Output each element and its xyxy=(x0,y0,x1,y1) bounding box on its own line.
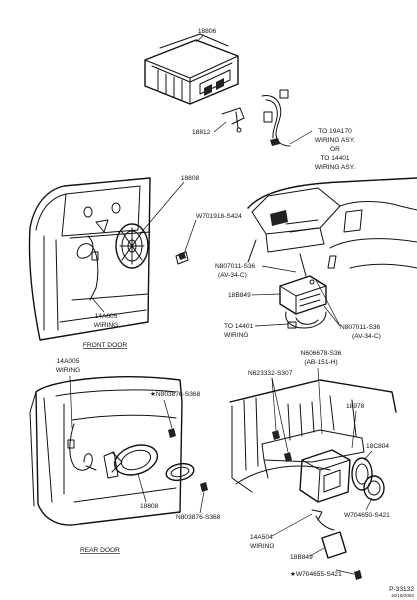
label-bracket-top: 18812 xyxy=(192,129,211,136)
label-module-rear: 18B849 xyxy=(290,554,313,561)
rear-door-drawing xyxy=(29,376,183,526)
callout-to-14401: TO 14401 WIRING xyxy=(224,323,254,339)
front-amplifier-18b849-drawing xyxy=(279,275,327,315)
caption-rear-door: REAR DOOR xyxy=(80,547,120,554)
front-speaker-drawing xyxy=(115,223,149,269)
bracket-18812-drawing xyxy=(221,107,245,133)
front-door-drawing xyxy=(28,177,151,341)
svg-text:WIRING: WIRING xyxy=(224,332,249,339)
label-nut-6: N803876-S368 xyxy=(176,514,221,521)
callout-wiring-14a504: 14A504 WIRING xyxy=(250,534,275,550)
rear-speaker-grille-drawing xyxy=(165,462,195,482)
label-speaker-rear: 18808 xyxy=(140,503,159,510)
label-module-top: 18806 xyxy=(198,28,217,35)
svg-text:14A504: 14A504 xyxy=(250,534,273,541)
rear-quarter-fasteners-drawing xyxy=(272,430,362,580)
label-module-front: 18B849 xyxy=(228,292,251,299)
label-nut-5: ★N803876-S368 xyxy=(150,390,201,398)
callout-wiring-rear: 14A005 WIRING xyxy=(56,358,81,374)
rear-fasteners-drawing xyxy=(168,428,208,492)
rear-wiring-harness-drawing xyxy=(67,423,97,471)
svg-text:N807011-S36: N807011-S36 xyxy=(215,263,256,270)
svg-text:OR: OR xyxy=(330,146,340,153)
svg-text:WIRING ASY.: WIRING ASY. xyxy=(315,137,355,144)
svg-text:(AB-151-H): (AB-151-H) xyxy=(304,359,337,366)
callout-to-wiring: TO 19A170 WIRING ASY. OR TO 14401 WIRING… xyxy=(315,128,355,171)
label-18c804: 18C804 xyxy=(366,443,389,450)
label-speaker-front: 18808 xyxy=(181,175,200,182)
svg-text:WIRING ASY.: WIRING ASY. xyxy=(315,164,355,171)
svg-text:14A005: 14A005 xyxy=(95,313,118,320)
vehicle-interior-drawing xyxy=(247,177,417,277)
svg-text:WIRING: WIRING xyxy=(56,367,81,374)
svg-text:TO 19A170: TO 19A170 xyxy=(318,128,352,135)
screw-w701918-drawing xyxy=(175,251,189,265)
rear-amplifier-bracket-drawing xyxy=(299,449,351,503)
label-18978: 18978 xyxy=(346,403,365,410)
front-amp-wiring-drawing xyxy=(285,311,327,329)
svg-text:WIRING: WIRING xyxy=(94,322,119,329)
svg-text:(AV-34-C): (AV-34-C) xyxy=(218,272,247,279)
rear-speaker-drawing xyxy=(103,444,159,479)
label-screw-rear: W704650-S421 xyxy=(344,512,390,519)
svg-text:TO 14401: TO 14401 xyxy=(320,155,350,162)
label-screw-front: W701918-S424 xyxy=(196,213,242,220)
front-wiring-harness-drawing xyxy=(76,235,99,301)
wiring-harness-top-drawing xyxy=(261,89,291,147)
svg-text:N807011-S36: N807011-S36 xyxy=(340,324,381,331)
callout-nut-1: N807011-S36 (AV-34-C) xyxy=(215,263,256,279)
label-nut-4: N623332-S307 xyxy=(248,370,293,377)
rear-quarter-interior-drawing xyxy=(229,379,397,493)
label-screw-star: ★W704655-S421 xyxy=(290,570,342,578)
callout-nut-3: N606678-S36 (AB-151-H) xyxy=(301,350,342,366)
callout-nut-2: N807011-S36 (AV-34-C) xyxy=(340,324,381,340)
svg-text:14A005: 14A005 xyxy=(57,358,80,365)
rear-quarter-speaker-drawing xyxy=(351,457,385,501)
amplifier-module-drawing xyxy=(144,33,239,105)
figure-date: 10/18/2004 xyxy=(391,593,414,598)
svg-text:TO 14401: TO 14401 xyxy=(224,323,254,330)
caption-front-door: FRONT DOOR xyxy=(83,342,127,349)
rear-amp-18b849-drawing xyxy=(311,509,347,559)
svg-text:N606678-S36: N606678-S36 xyxy=(301,350,342,357)
svg-text:WIRING: WIRING xyxy=(250,543,275,550)
figure-id: P-33132 xyxy=(389,586,414,593)
callout-wiring-front: 14A005 WIRING xyxy=(94,313,119,329)
svg-text:(AV-34-C): (AV-34-C) xyxy=(352,333,381,340)
